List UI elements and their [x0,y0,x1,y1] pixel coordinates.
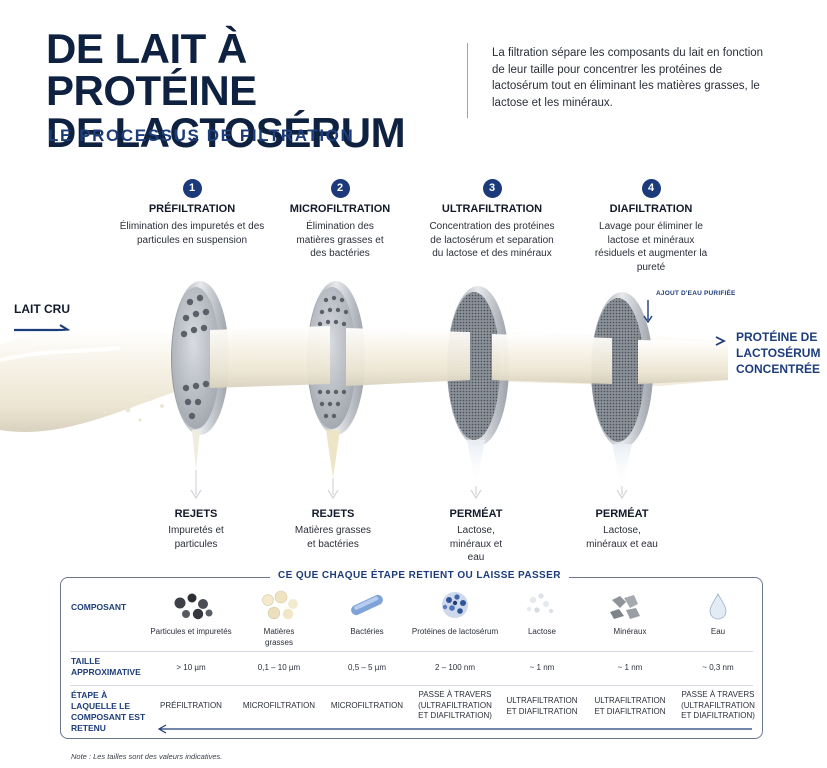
stage-water: PASSE À TRAVERS (ULTRAFILTRATION ET DIAF… [681,690,755,720]
permeate-drip-4 [612,444,632,499]
table-divider [70,651,753,652]
size-protein: 2 – 100 nm [434,663,476,672]
component-water: Eau [710,627,726,636]
step-number-badge: 3 [482,179,502,198]
size-water: ~ 0,3 nm [702,663,734,672]
size-minerals: ~ 1 nm [617,663,643,672]
step-name: MICROFILTRATION [289,203,391,215]
water-label: AJOUT D'EAU PURIFIÉE [656,290,736,297]
output-description: Impuretés et particules [168,525,224,550]
component-particles: Particules et impuretés [150,627,232,636]
output-label: PROTÉINE DE LACTOSÉRUM CONCENTRÉE [736,330,821,376]
reject-drip-2 [326,430,340,499]
page-subtitle: LE PROCESSUS DE FILTRATION [48,126,355,145]
row-label-stage: ÉTAPE À LAQUELLE LE COMPOSANT EST RETENU [71,690,146,733]
bacteria-icon [351,594,383,616]
output-name: PERMÉAT [449,508,503,520]
output-name: PERMÉAT [595,508,649,520]
fat-globules-icon [262,590,298,620]
output-description: Matières grasses et bactéries [294,525,372,550]
filter-microfiltration [307,281,365,435]
step-number-badge: 4 [641,179,661,198]
row-label-component: COMPOSANT [71,602,127,612]
output-ultrafiltration: PERMÉAT Lactose, minéraux et eau [401,508,551,565]
input-label: LAIT CRU [14,302,70,316]
reject-drip-1 [190,430,202,499]
table-title: CE QUE CHAQUE ÉTAPE RETIENT OU LAISSE PA… [270,570,569,581]
step-ultrafiltration: 3 ULTRAFILTRATION Concentration des prot… [417,178,567,261]
particles-icon [174,593,213,620]
table-divider [70,685,753,686]
output-name: REJETS [174,508,218,520]
water-inlet-arrow-icon [643,300,653,324]
water-drop-icon [709,593,727,620]
step-name: DIAFILTRATION [609,203,693,215]
stage-protein: PASSE À TRAVERS (ULTRAFILTRATION ET DIAF… [418,690,492,720]
size-fat: 0,1 – 10 µm [257,663,301,672]
size-lactose: ~ 1 nm [529,663,555,672]
step-number-badge: 2 [330,179,350,198]
output-arrow-icon [715,336,727,346]
title-line-2: DE LACTOSÉRUM [46,109,406,156]
filter-ultrafiltration [447,286,509,446]
step-microfiltration: 2 MICROFILTRATION Élimination des matièr… [265,178,415,261]
component-lactose: Lactose [527,627,557,636]
protein-icon [442,592,468,618]
output-microfiltration: REJETS Matières grasses et bactéries [258,508,408,551]
output-prefiltration: REJETS Impuretés et particules [121,508,271,551]
step-description: Lavage pour éliminer le lactose et minér… [594,221,708,273]
component-minerals: Minéraux [613,627,647,636]
intro-text: La filtration sépare les composants du l… [492,47,764,109]
filter-diafiltration [591,292,653,448]
retention-arrow-icon [157,724,752,734]
permeate-drip-3 [467,440,485,499]
step-number-badge: 1 [182,179,202,198]
step-description: Élimination des matières grasses et des … [296,221,384,259]
stage-bacteria: MICROFILTRATION [330,701,404,710]
step-name: PRÉFILTRATION [148,203,236,215]
footnote: Note : Les tailles sont des valeurs indi… [71,752,223,761]
output-description: Lactose, minéraux et eau [586,525,658,550]
step-prefiltration: 1 PRÉFILTRATION Élimination des impureté… [117,178,267,247]
component-protein: Protéines de lactosérum [411,627,499,636]
size-bacteria: 0,5 – 5 µm [348,663,386,672]
minerals-icon [610,595,640,619]
stage-minerals: ULTRAFILTRATION ET DIAFILTRATION [594,696,666,716]
header-divider [467,43,468,118]
size-particles: > 10 µm [176,663,206,672]
stage-particles: PRÉFILTRATION [160,701,222,710]
step-name: ULTRAFILTRATION [441,203,543,215]
stage-lactose: ULTRAFILTRATION ET DIAFILTRATION [506,696,578,716]
output-name: REJETS [311,508,355,520]
step-description: Concentration des protéines de lactoséru… [429,221,555,259]
title-line-1: DE LAIT À PROTÉINE [46,25,257,114]
component-fat: Matières grasses [263,627,295,647]
filter-prefiltration [171,281,229,435]
step-diafiltration: 4 DIAFILTRATION Lavage pour éliminer le … [576,178,726,274]
page-title: DE LAIT À PROTÉINE DE LACTOSÉRUM [46,28,466,154]
stage-fat: MICROFILTRATION [242,701,316,710]
row-label-size: TAILLE APPROXIMATIVE [71,656,141,677]
output-description: Lactose, minéraux et eau [449,525,503,563]
output-diafiltration: PERMÉAT Lactose, minéraux et eau [547,508,697,551]
step-description: Élimination des impuretés et des particu… [119,221,265,246]
lactose-icon [526,593,554,614]
component-bacteria: Bactéries [350,627,384,636]
